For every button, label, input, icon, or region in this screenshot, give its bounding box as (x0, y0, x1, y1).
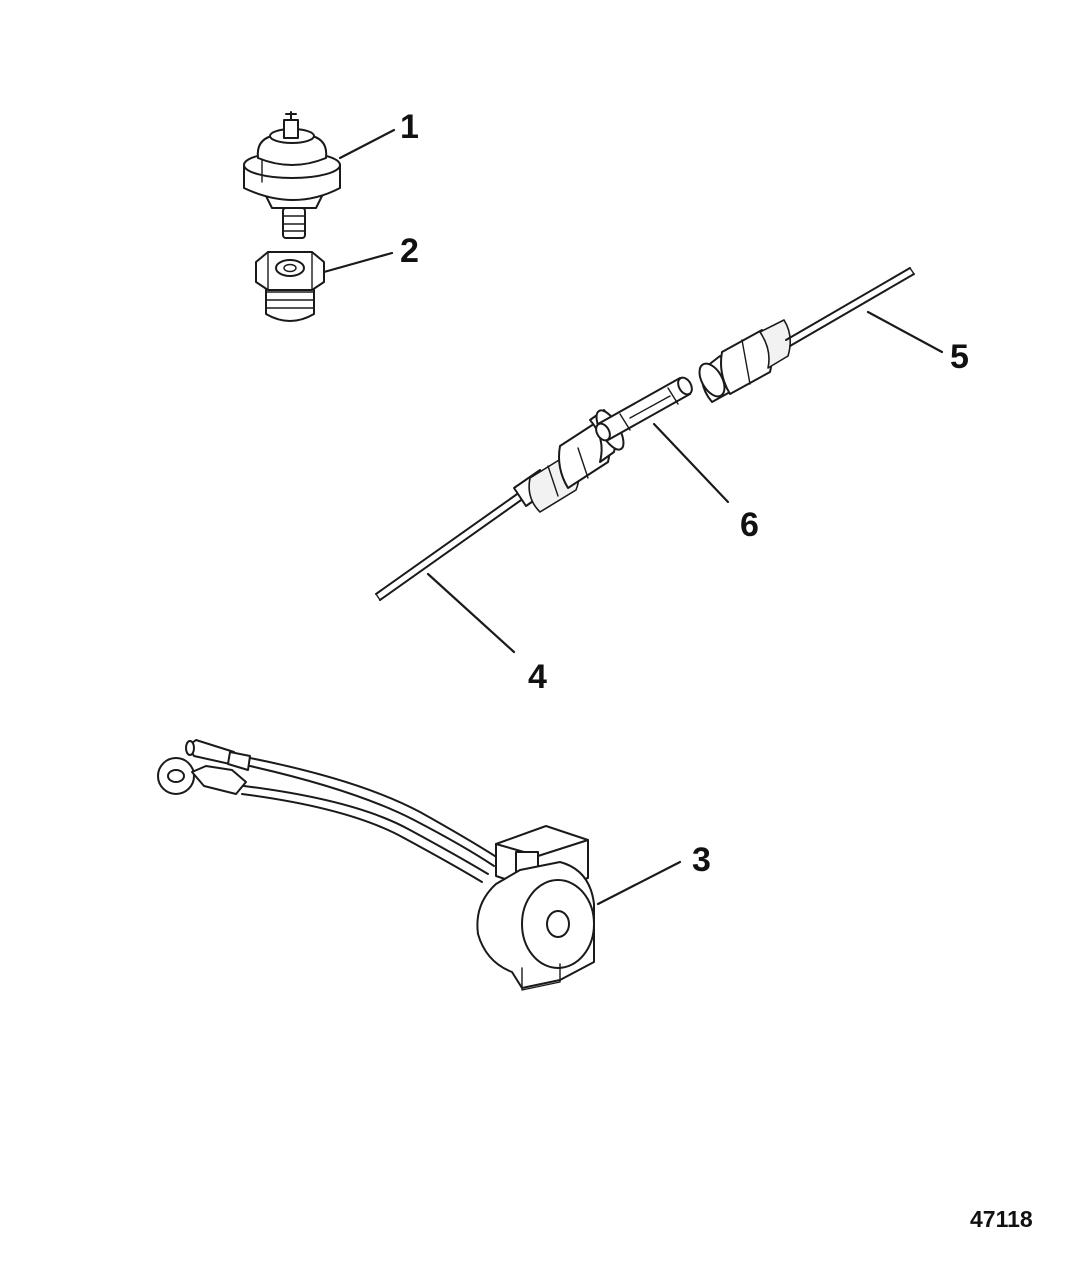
callout-2: 2 (400, 232, 419, 270)
callout-3: 3 (692, 841, 711, 879)
wire-lead-icon (375, 409, 625, 601)
leader-lines (322, 128, 944, 906)
callout-4: 4 (528, 658, 547, 696)
callout-6: 6 (740, 506, 759, 544)
pressure-sender-icon (243, 111, 341, 239)
callout-1: 1 (400, 108, 419, 146)
adapter-fitting-icon (255, 251, 325, 322)
fuse-icon (595, 376, 693, 442)
wire-lead-icon (698, 267, 915, 403)
figure-id: 47118 (970, 1206, 1033, 1232)
pickup-coil-icon (157, 739, 595, 991)
callout-5: 5 (950, 338, 969, 376)
